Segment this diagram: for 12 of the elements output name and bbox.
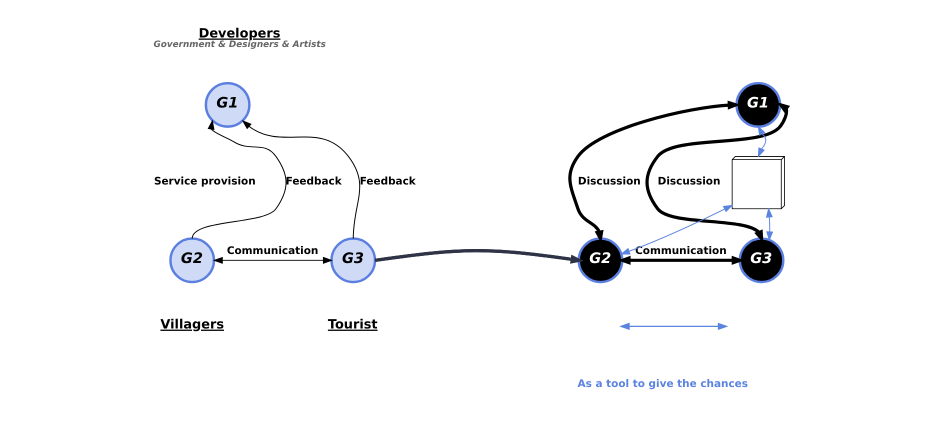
edge-label: Feedback [359, 176, 416, 188]
legend-label: As a tool to give the chances [577, 378, 748, 390]
edge-label: Feedback [285, 176, 342, 188]
node-label: Developers [198, 26, 280, 42]
node-label: Tourist [327, 318, 378, 333]
label: Service provision [153, 176, 256, 188]
node-label: Villagers [160, 318, 224, 333]
edge-label: Communication [226, 245, 318, 258]
edge-label: Discussion [577, 176, 640, 188]
edge-label: Discussion [657, 176, 720, 188]
edge-label: Communication [634, 245, 726, 258]
node-label: Government & Designers & Artists [153, 40, 326, 50]
